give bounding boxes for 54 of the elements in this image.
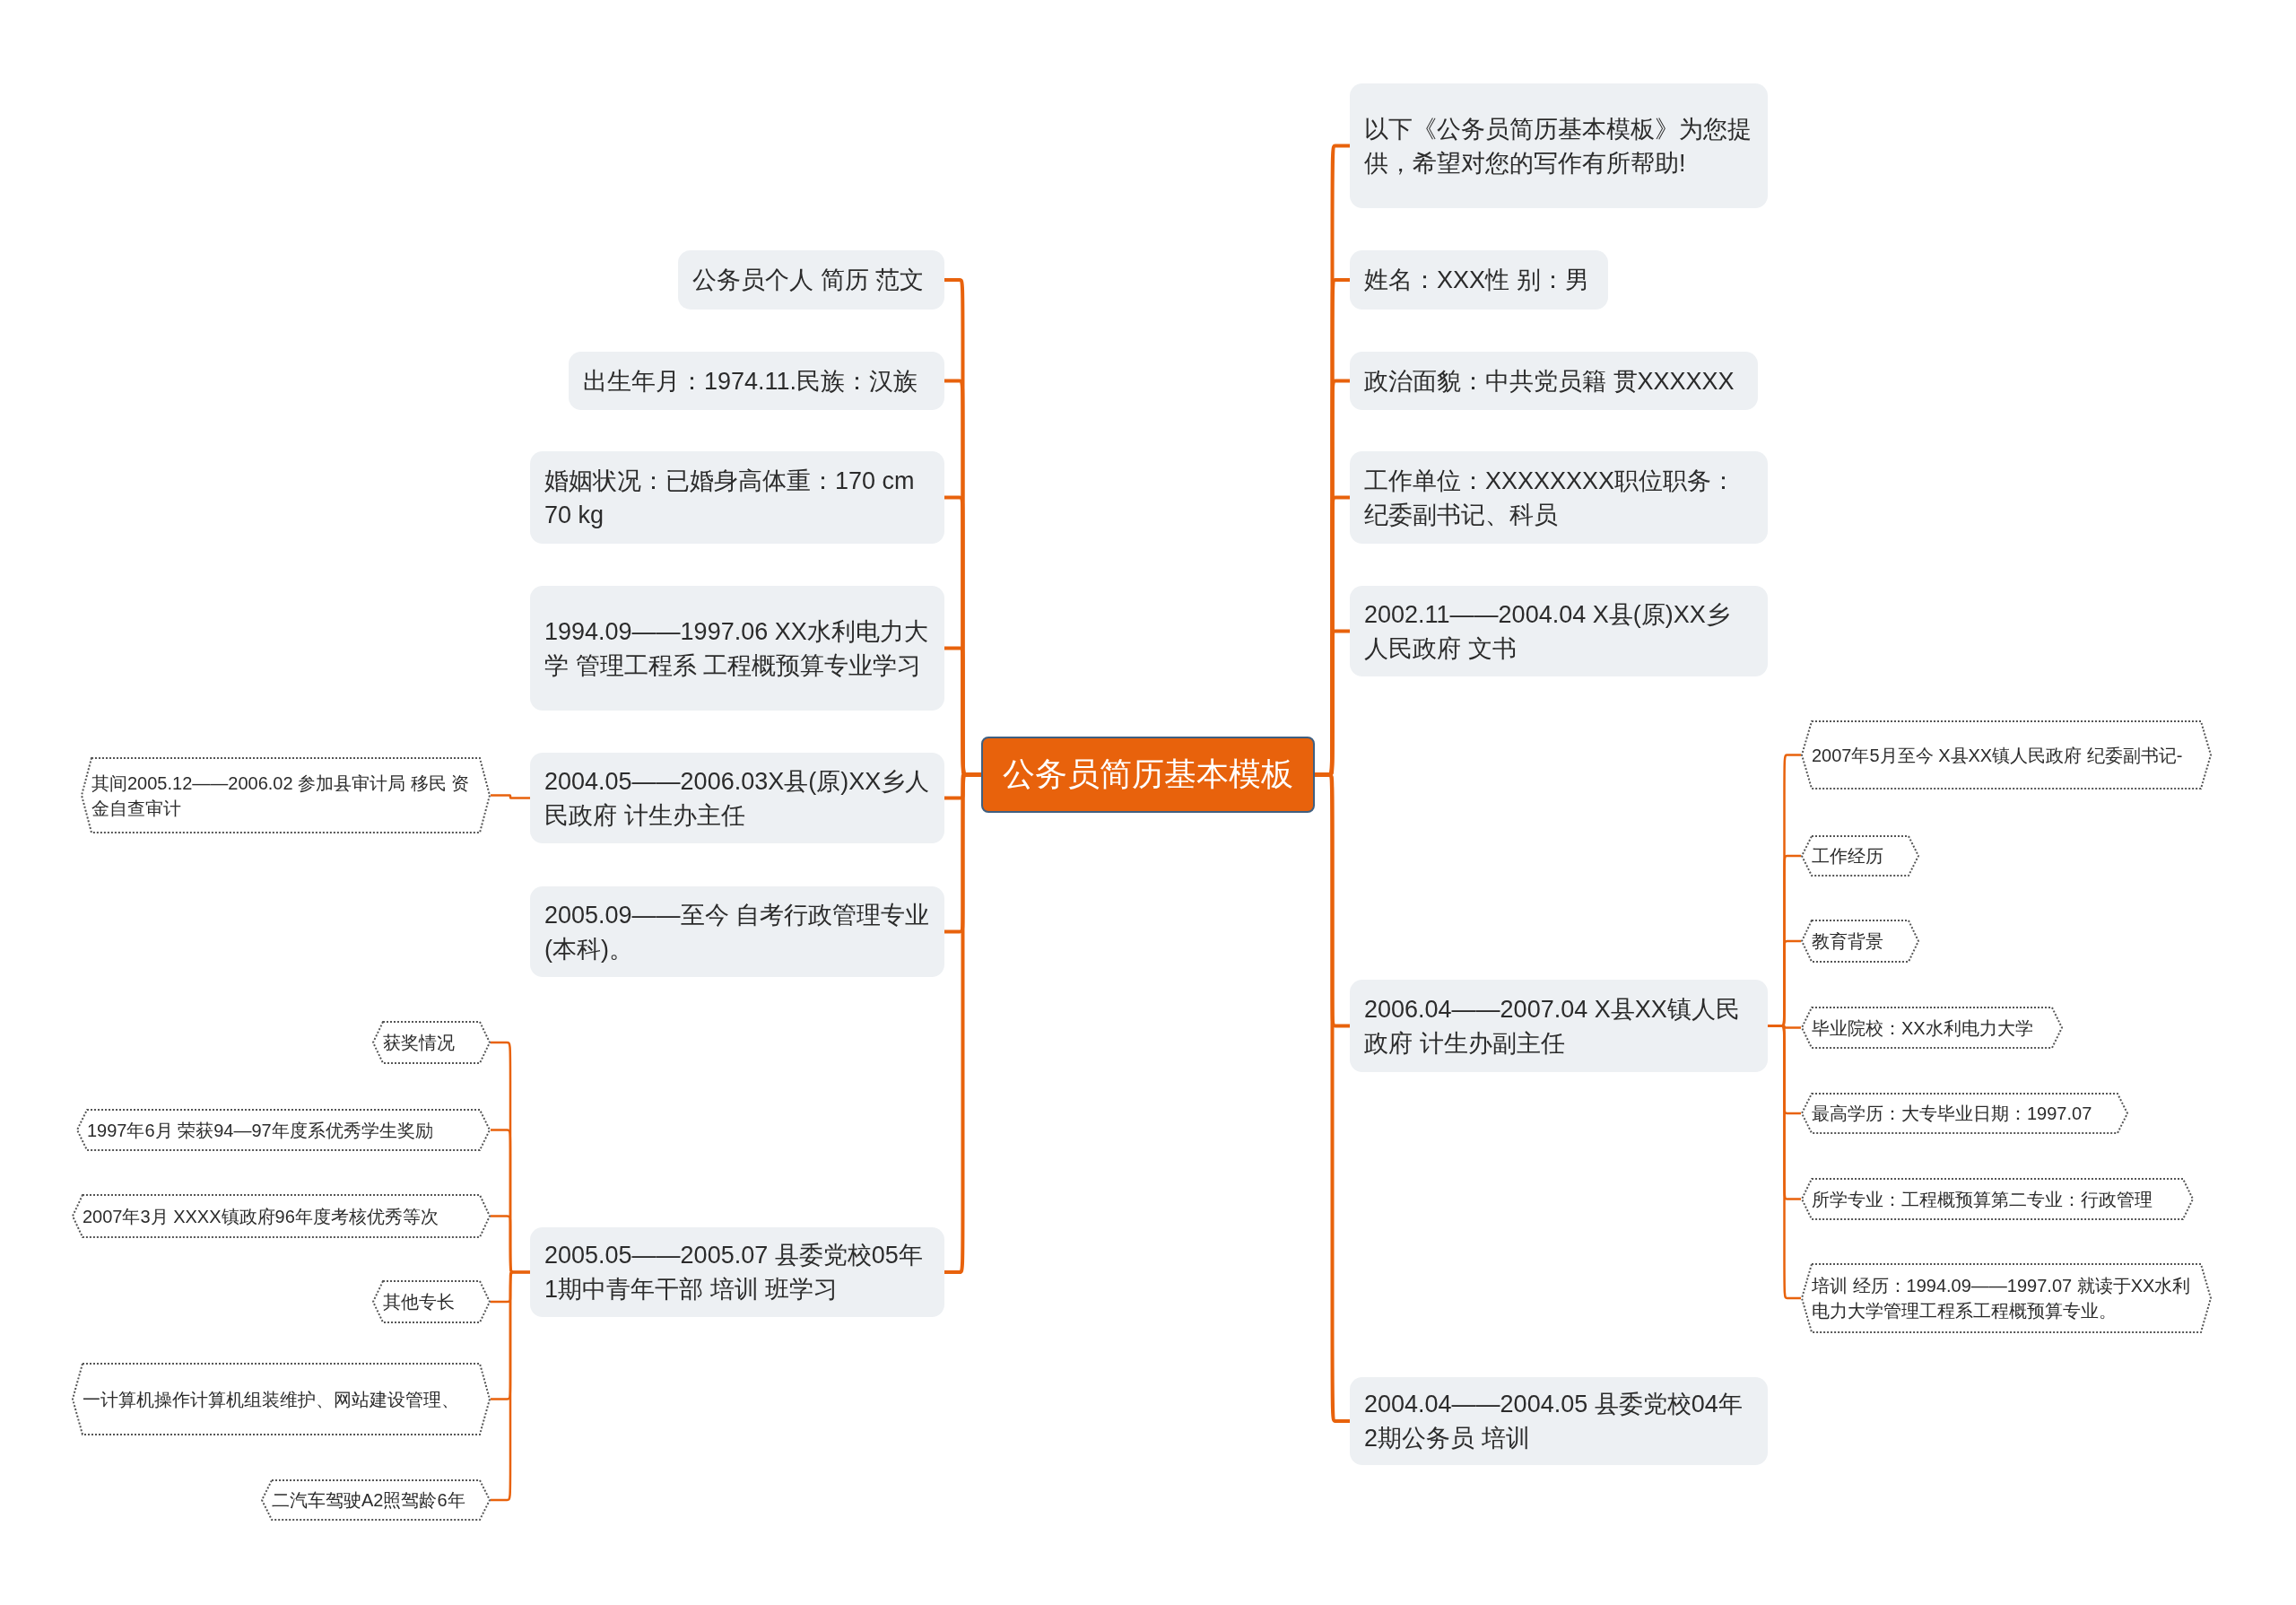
topic-box xyxy=(678,250,944,310)
subtopic-hexagon xyxy=(1801,1093,2128,1134)
node-text: 2006.04——2007.04 X县XX镇人民政府 计生办副主任 xyxy=(1364,994,1741,1059)
topic-box xyxy=(1350,250,1608,310)
topic-box xyxy=(530,451,944,544)
topic-box xyxy=(530,886,944,977)
node-text: 2005.05——2005.07 县委党校05年1期中青年干部 培训 班学习 xyxy=(544,1241,924,1304)
branch-line xyxy=(1768,1025,1801,1300)
node-text: 所学专业：工程概预算第二专业：行政管理 xyxy=(1812,1188,2152,1211)
topic-box xyxy=(530,586,944,711)
node-text: 2004.05——2006.03X县(原)XX乡人民政府 计生办主任 xyxy=(544,766,930,831)
node-text: 其他专长 xyxy=(383,1291,455,1313)
topic-box xyxy=(530,1227,944,1317)
node-text: 最高学历：大专毕业日期：1997.07 xyxy=(1812,1103,2092,1125)
node-text: 出生年月：1974.11.民族：汉族 xyxy=(583,366,918,397)
central-topic xyxy=(981,737,1315,813)
subtopic-hexagon xyxy=(372,1280,491,1323)
subtopic-hexagon xyxy=(1801,835,1919,877)
node-text: 2007年5月至今 X县XX镇人民政府 纪委副书记- xyxy=(1812,744,2183,767)
node-text: 其间2005.12——2006.02 参加县审计局 移民 资金自查审计 xyxy=(91,772,471,820)
topic-box xyxy=(1350,980,1768,1072)
topic-box xyxy=(569,352,944,410)
topic-box xyxy=(1350,586,1768,676)
node-text: 获奖情况 xyxy=(383,1032,455,1054)
node-text: 二汽车驾驶A2照驾龄6年 xyxy=(272,1489,465,1512)
node-text: 培训 经历：1994.09——1997.07 就读于XX水利电力大学管理工程系工程概预算专业。 xyxy=(1812,1275,2192,1322)
node-text: 2002.11——2004.04 X县(原)XX乡人民政府 文书 xyxy=(1364,599,1731,664)
node-text: 2005.09——至今 自考行政管理专业(本科)。 xyxy=(544,900,930,964)
topic-box xyxy=(1350,83,1768,208)
topic-box xyxy=(1350,451,1768,544)
subtopic-hexagon xyxy=(1801,920,1919,963)
node-text: 公务员简历基本模板 xyxy=(1003,755,1293,794)
node-text: 婚姻状况：已婚身高体重：170 cm 70 kg xyxy=(544,466,916,530)
node-text: 教育背景 xyxy=(1812,930,1883,953)
topic-box xyxy=(1350,1377,1768,1465)
node-text: 姓名：XXX性 别：男 xyxy=(1364,266,1589,295)
node-text: 2007年3月 XXXX镇政府96年度考核优秀等次 xyxy=(83,1205,439,1228)
subtopic-hexagon xyxy=(372,1021,491,1064)
topic-box xyxy=(530,753,944,843)
node-text: 公务员个人 简历 范文 xyxy=(692,266,924,295)
subtopic-hexagon xyxy=(1801,1007,2063,1049)
node-text: 以下《公务员简历基本模板》为您提供，希望对您的写作有所帮助! xyxy=(1364,114,1752,179)
node-text: 工作单位：XXXXXXXX职位职务：纪委副书记、科员 xyxy=(1364,466,1737,530)
node-text: 工作经历 xyxy=(1812,845,1883,868)
node-text: 一计算机操作计算机组装维护、网站建设管理、 xyxy=(83,1388,459,1411)
node-text: 1997年6月 荣获94—97年度系优秀学生奖励 xyxy=(87,1119,433,1142)
node-text: 1994.09——1997.06 XX水利电力大学 管理工程系 工程概预算专业学习 xyxy=(544,616,929,681)
branch-line xyxy=(491,1270,530,1502)
branch-line xyxy=(491,794,530,799)
node-text: 毕业院校：XX水利电力大学 xyxy=(1812,1016,2033,1040)
subtopic-hexagon xyxy=(261,1479,491,1521)
topic-box xyxy=(1350,352,1758,410)
node-text: 2004.04——2004.05 县委党校04年2期公务员 培训 xyxy=(1364,1390,1744,1453)
node-text: 政治面貌：中共党员籍 贯XXXXXX xyxy=(1364,366,1735,397)
